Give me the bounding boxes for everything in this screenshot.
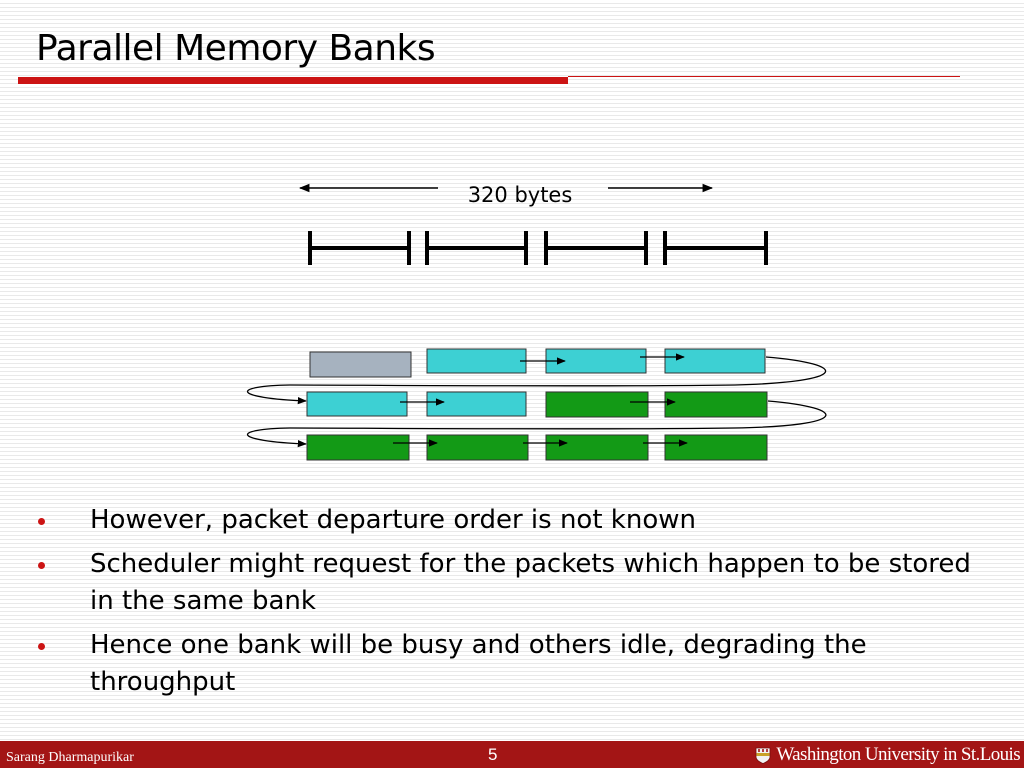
university-logo: Washington University in St.Louis [755,744,1021,766]
segment-3-marker [544,231,648,265]
page-number: 5 [488,745,498,764]
bank-cell-gray [309,351,412,378]
bullet-item: Scheduler might request for the packets … [38,546,998,620]
university-name: Washington University in St.Louis [776,744,1020,765]
university-seal-icon [755,747,771,764]
bullet-text: However, packet departure order is not k… [90,505,696,535]
bullet-marker [38,643,45,650]
title-underline-thin [568,76,960,77]
bullet-marker [38,562,45,569]
bullet-item: Hence one bank will be busy and others i… [38,627,998,701]
slide-title: Parallel Memory Banks [36,28,436,69]
bullet-item: However, packet departure order is not k… [38,502,998,539]
segment-4-marker [663,231,768,265]
bullet-text: Scheduler might request for the packets … [90,549,971,616]
title-underline-thick [18,77,568,84]
bank-cell-green [306,434,410,461]
footer-bar: Sarang Dharmapurikar 5 Washington Univer… [0,741,1024,768]
segment-1-marker [308,231,411,265]
bank-cell-cyan [426,391,527,417]
bullet-list: However, packet departure order is not k… [38,502,998,708]
wrap-curve-row1-to-row2 [246,356,827,405]
bank-cell-green [426,434,529,461]
bank-cell-cyan [664,348,766,374]
bank-cell-cyan [306,391,408,417]
span-label: 320 bytes [468,183,573,207]
memory-bank-diagram: 320 bytes [246,183,827,461]
bank-cell-green [664,434,768,461]
bullet-text: Hence one bank will be busy and others i… [90,630,867,697]
bank-cell-cyan [426,348,527,374]
bullet-marker [38,518,45,525]
bank-cell-green [545,434,649,461]
bank-cell-green [664,391,768,418]
wrap-curve-row2-to-row3 [246,400,827,448]
footer-author: Sarang Dharmapurikar [6,750,134,765]
segment-2-marker [425,231,528,265]
bank-cell-green [545,391,649,418]
